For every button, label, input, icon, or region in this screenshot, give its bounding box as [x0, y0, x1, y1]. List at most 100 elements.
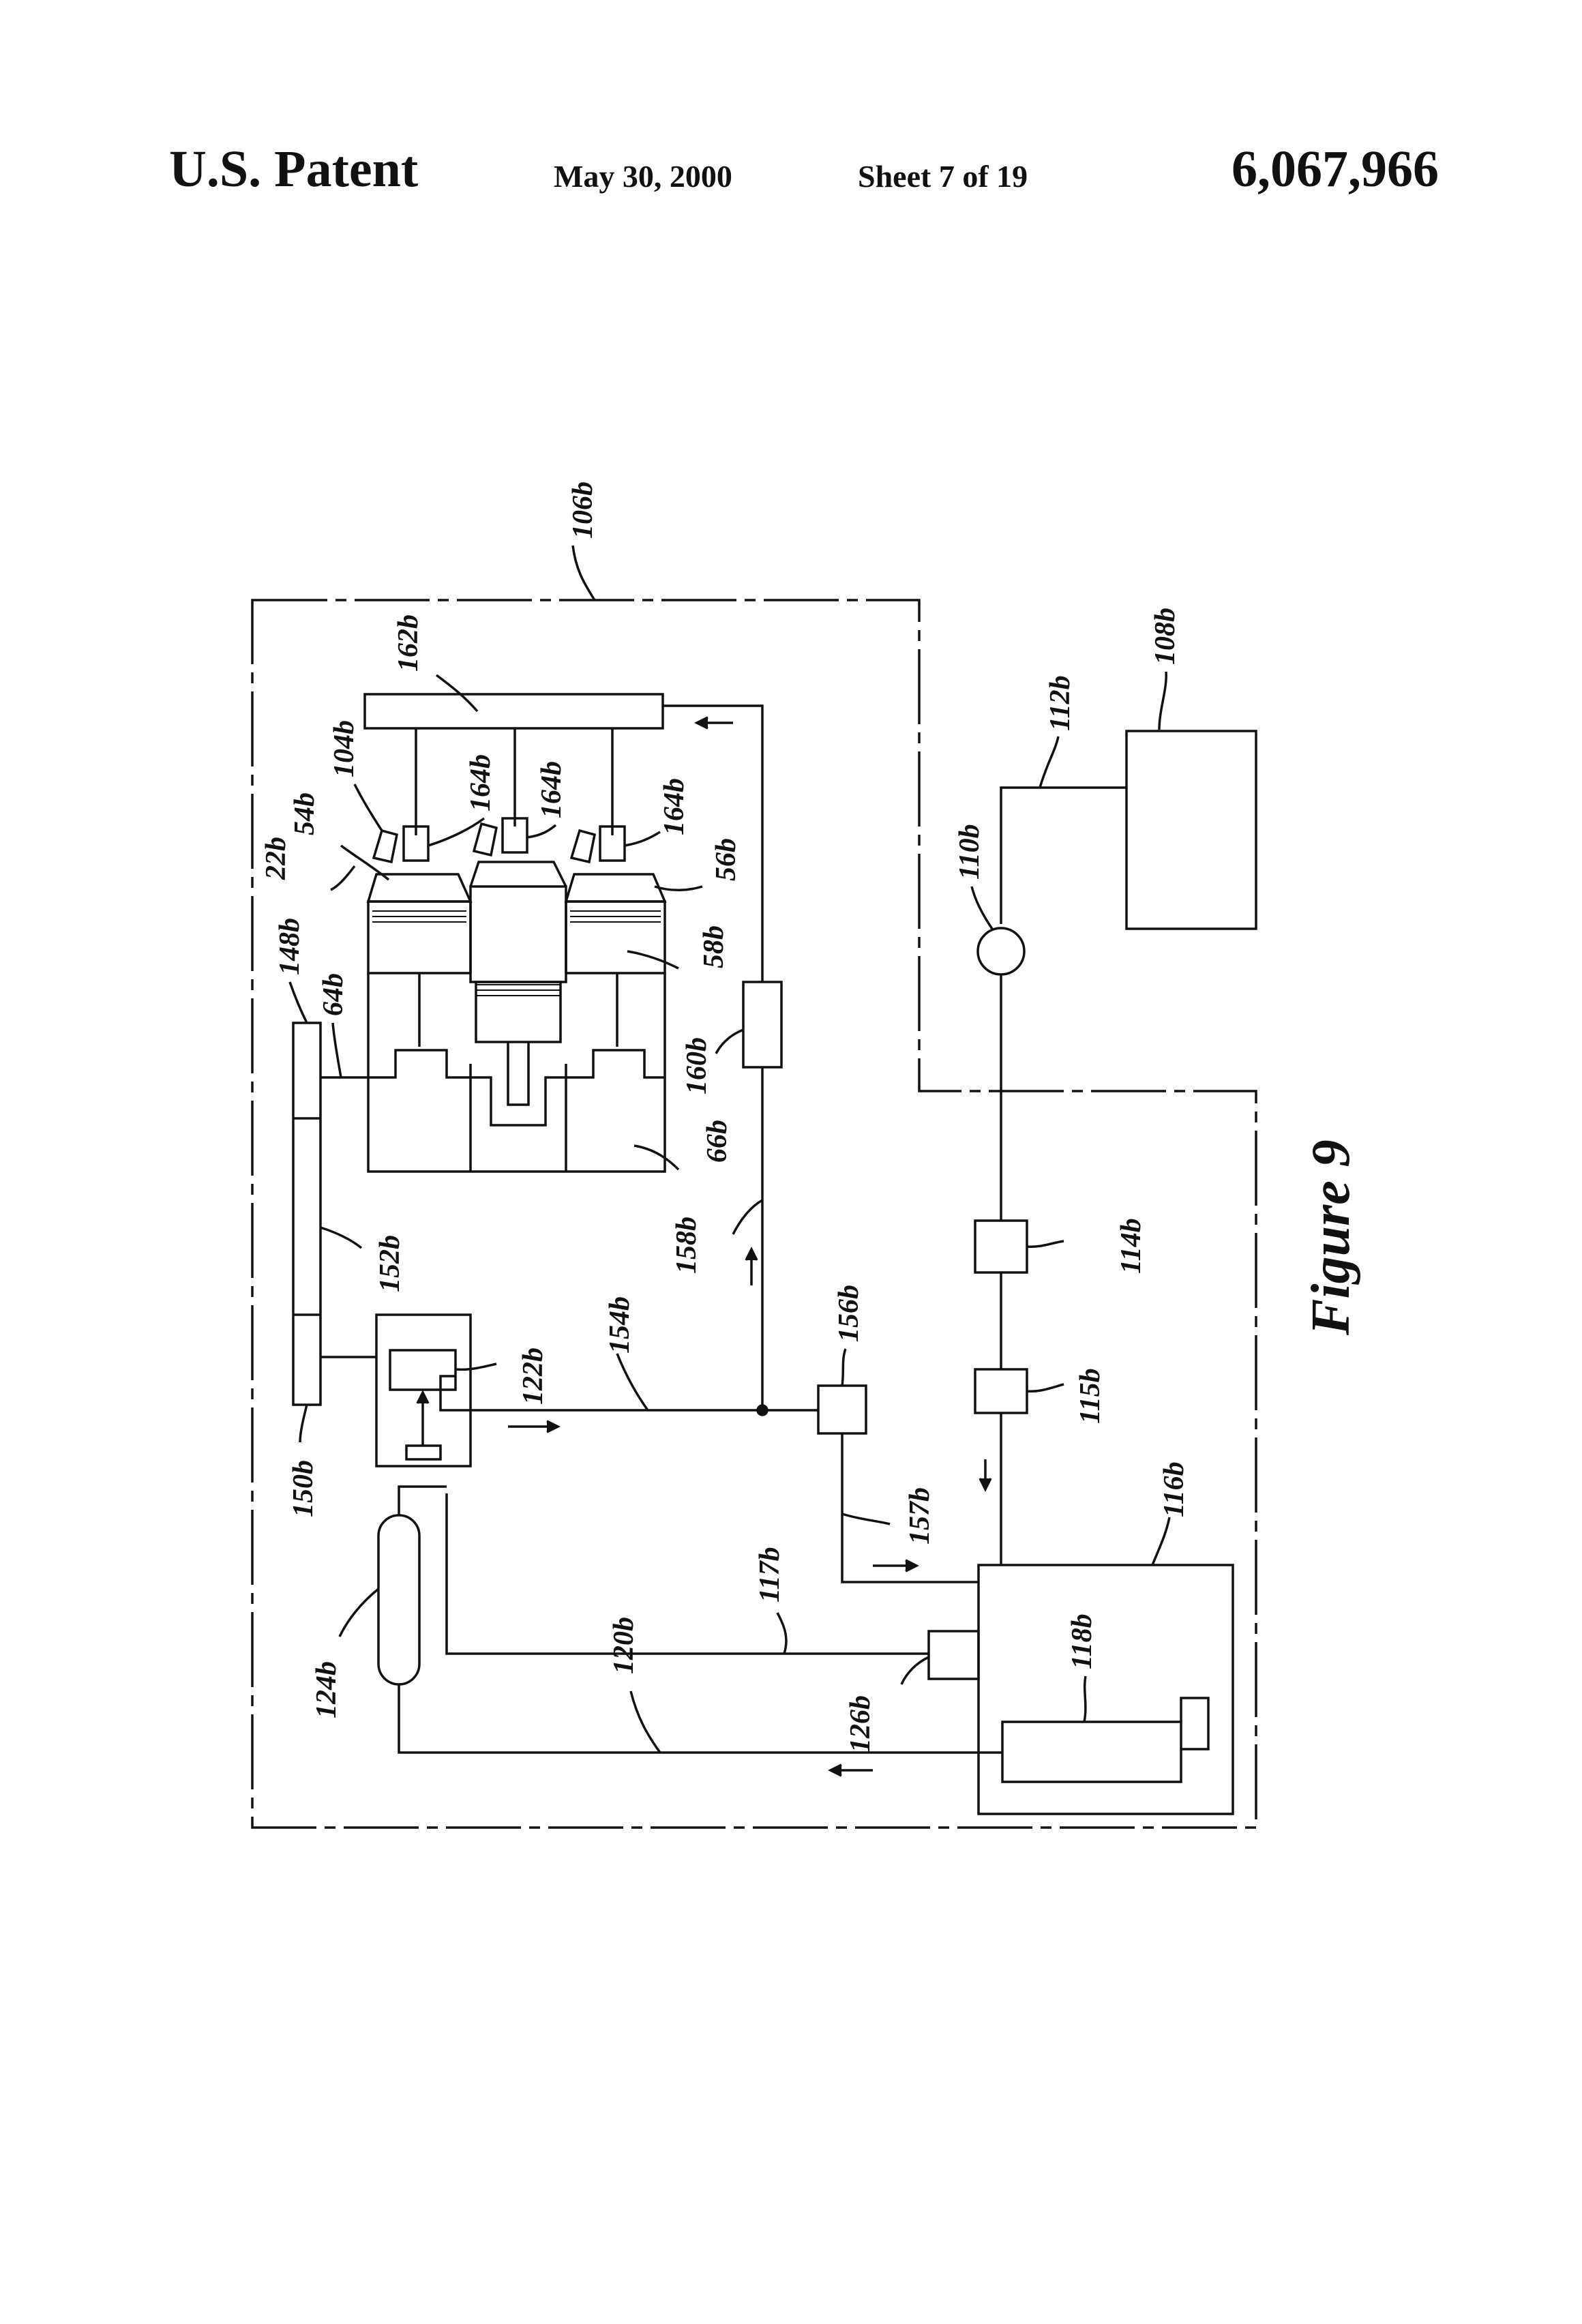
label-116b: 116b [1159, 1461, 1190, 1517]
pump-110b [978, 928, 1024, 974]
regulator-160b [743, 982, 781, 1067]
label-114b: 114b [1116, 1218, 1147, 1274]
leader-124b [340, 1589, 378, 1637]
leader-117b [777, 1613, 786, 1654]
valve-156b [818, 1386, 866, 1433]
fuel-rail-162b [365, 694, 663, 728]
arrowhead-157 [906, 1560, 916, 1571]
arrowhead-162 [697, 717, 708, 728]
leader-122b [456, 1364, 496, 1369]
regulator-sensor [406, 1446, 441, 1459]
arrowhead-regulator [417, 1392, 428, 1403]
leader-156b [842, 1349, 846, 1386]
leader-120b [631, 1691, 660, 1753]
line-124-to-122 [399, 1487, 447, 1515]
leader-58b [627, 951, 678, 968]
label-120b: 120b [608, 1617, 640, 1674]
box-115b [975, 1369, 1027, 1413]
label-148b: 148b [274, 918, 305, 975]
leader-118b [1084, 1676, 1086, 1722]
leader-66b [634, 1146, 678, 1170]
label-108b: 108b [1150, 608, 1181, 665]
leader-152b [320, 1227, 361, 1248]
engine-dividers [471, 1064, 566, 1172]
pump-118b [1002, 1722, 1181, 1782]
arrowhead-120 [831, 1765, 841, 1776]
line-120b [399, 1684, 1002, 1753]
leader-115b [1027, 1384, 1064, 1391]
crank-2-web [508, 1042, 528, 1105]
leader-158b [733, 1200, 762, 1234]
boundary-106b [252, 600, 1256, 1828]
label-122b: 122b [518, 1347, 549, 1405]
label-152b: 152b [374, 1235, 406, 1292]
box-114b [975, 1221, 1027, 1272]
label-104b: 104b [329, 720, 360, 777]
label-124b: 124b [311, 1661, 342, 1718]
label-160b: 160b [681, 1037, 713, 1094]
label-157b: 157b [904, 1487, 936, 1545]
label-118b: 118b [1066, 1613, 1098, 1669]
leader-104b [355, 784, 382, 831]
label-64b: 64b [318, 973, 349, 1016]
leader-114b [1027, 1241, 1064, 1247]
label-150b: 150b [288, 1460, 319, 1517]
accumulator-124b [378, 1515, 419, 1684]
label-158b: 158b [671, 1217, 702, 1274]
label-56b: 56b [711, 838, 742, 881]
spark-plug-3 [571, 831, 595, 862]
arrowhead-115 [980, 1478, 991, 1489]
pump-118b-outlet [1181, 1698, 1208, 1749]
label-66b: 66b [702, 1120, 733, 1163]
box-108b [1126, 731, 1256, 929]
leader-56b [655, 887, 702, 890]
engine-cylinder-3 [566, 902, 665, 973]
engine-cylinder-1 [368, 902, 471, 973]
leader-154b [617, 1354, 648, 1410]
leader-108b [1159, 672, 1166, 730]
leader-164b-2 [527, 825, 556, 837]
label-22b: 22b [260, 837, 292, 880]
crank-1 [368, 1050, 471, 1077]
arrowhead-158 [746, 1249, 757, 1260]
leader-126b [901, 1657, 929, 1684]
label-154b: 154b [604, 1296, 636, 1354]
sensor-126b [929, 1631, 979, 1679]
engine-cylinder-2 [471, 887, 566, 982]
engine-body [368, 973, 665, 1172]
spark-plug-1 [374, 831, 397, 862]
crank-sensor-dividers [293, 1118, 320, 1315]
label-126b: 126b [845, 1695, 876, 1753]
engine-piston-rings-1 [372, 911, 466, 922]
line-154b [441, 1376, 762, 1410]
label-162b: 162b [393, 614, 424, 672]
leader-110b [972, 887, 992, 929]
label-164b-2: 164b [536, 761, 567, 818]
engine-piston-2 [476, 982, 561, 1042]
figure-caption: Figure 9 [1301, 1139, 1361, 1336]
label-106b: 106b [567, 481, 599, 539]
label-156b: 156b [833, 1285, 865, 1342]
label-164b-3: 164b [659, 778, 690, 835]
engine-head-3 [566, 874, 665, 902]
label-112b: 112b [1045, 675, 1076, 731]
engine-piston-rings-2 [476, 985, 561, 996]
engine-head-2 [471, 862, 566, 887]
label-54b: 54b [289, 792, 320, 835]
leader-157b [842, 1514, 890, 1524]
label-117b: 117b [754, 1547, 786, 1603]
leader-150b [300, 1405, 307, 1442]
line-112b [1001, 788, 1126, 924]
crank-sensor-148b [293, 1023, 320, 1405]
label-115b: 115b [1075, 1368, 1106, 1424]
label-58b: 58b [698, 925, 730, 968]
leader-148b [290, 982, 307, 1023]
engine-head-1 [368, 874, 471, 902]
leader-112b [1040, 736, 1058, 788]
leader-160b [716, 1030, 743, 1054]
tank-116b [979, 1565, 1233, 1814]
spark-plug-2 [474, 824, 496, 855]
regulator-122b [390, 1350, 456, 1390]
leader-116b [1152, 1517, 1169, 1565]
